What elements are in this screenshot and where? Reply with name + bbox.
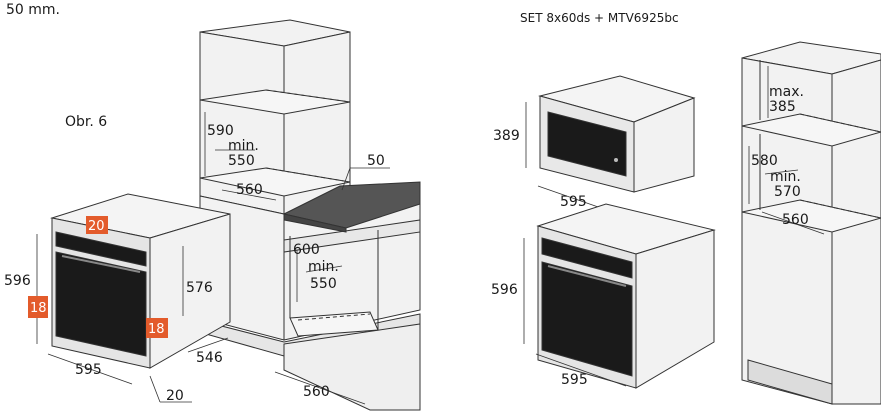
tall-cabinet-dimensions: [748, 66, 825, 235]
upper-depth-label: 560: [236, 182, 263, 198]
base-cabinets: [199, 193, 421, 411]
oven-height-label: 596: [4, 273, 31, 289]
upper-height-label: 590: [207, 123, 234, 139]
oven-offset-label: 20: [166, 388, 184, 404]
oven-depth-label: 576: [186, 280, 213, 296]
microwave-width-label: 595: [560, 194, 587, 210]
lower-min-label: min.: [308, 259, 339, 275]
badge-right: 18: [146, 318, 168, 338]
upper-cabinet-dimensions: [204, 112, 277, 201]
tall-height-label: 580: [751, 153, 778, 169]
microwave: [538, 75, 696, 193]
svg-text:18: 18: [30, 301, 47, 316]
tall-min-label: min.: [770, 169, 801, 185]
badge-top: 20: [86, 216, 108, 234]
top-gap-label: 50: [367, 153, 385, 169]
oven-depth-total-label: 546: [196, 350, 223, 366]
lower-min-value: 550: [310, 276, 337, 292]
tall-max-label: max.: [769, 84, 804, 100]
right-oven-width-label: 595: [561, 372, 588, 388]
base-cabinet-niche: [289, 230, 379, 337]
right-oven-dimensions: [523, 238, 627, 387]
lower-height-label: 600: [293, 242, 320, 258]
microwave-height-label: 389: [493, 128, 520, 144]
tall-cabinet-niches: [741, 60, 881, 233]
right-oven-height-label: 596: [491, 282, 518, 298]
left-oven: [50, 193, 231, 369]
top-note: 50 mm.: [6, 2, 60, 18]
base-cabinet-dimensions: [274, 167, 390, 405]
left-oven-dimensions: [36, 234, 229, 403]
lower-depth-label: 560: [303, 384, 330, 400]
oven-width-label: 595: [75, 362, 102, 378]
tall-max-value: 385: [769, 99, 796, 115]
svg-text:20: 20: [88, 219, 105, 234]
badge-left: 18: [28, 296, 48, 318]
svg-text:18: 18: [148, 322, 165, 337]
tall-depth-label: 560: [782, 212, 809, 228]
right-oven: [536, 203, 716, 389]
set-title: SET 8x60ds + MTV6925bc: [520, 11, 679, 25]
figure-label: Obr. 6: [65, 114, 107, 130]
tall-cabinet: [741, 41, 881, 405]
tall-min-value: 570: [774, 184, 801, 200]
upper-min-value: 550: [228, 153, 255, 169]
upper-min-label: min.: [228, 138, 259, 154]
worktop: [282, 181, 421, 233]
